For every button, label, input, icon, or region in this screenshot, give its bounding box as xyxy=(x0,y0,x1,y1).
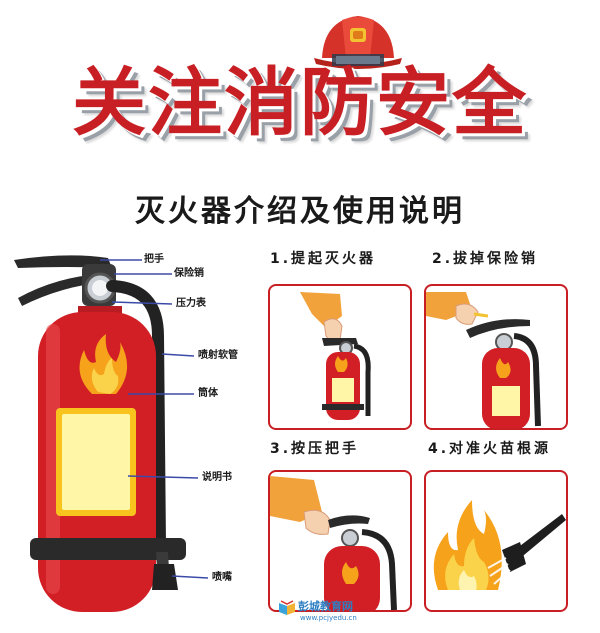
hand-icon xyxy=(323,318,343,341)
firefighter-helmet-icon xyxy=(314,16,402,69)
step-title-1: 1.提起灭火器 xyxy=(270,251,377,267)
step-title-2: 2.拔掉保险销 xyxy=(432,251,539,267)
book-logo-icon xyxy=(279,600,295,615)
nozzle-icon xyxy=(502,514,566,572)
label-nozzle: 喷嘴 xyxy=(212,572,232,583)
step-panel-1 xyxy=(268,284,412,430)
label-safety-pin: 保险销 xyxy=(174,268,204,279)
watermark-url: www.pcjyedu.cn xyxy=(300,614,357,622)
step-title-3: 3.按压把手 xyxy=(270,441,360,457)
aim-fire-illustration xyxy=(433,500,566,590)
step-title-4: 4.对准火苗根源 xyxy=(428,441,552,457)
fire-icon xyxy=(433,500,502,590)
label-instructions: 说明书 xyxy=(202,472,232,483)
label-body: 筒体 xyxy=(198,388,218,399)
step-panel-3 xyxy=(268,470,412,612)
label-hose: 喷射软管 xyxy=(198,350,238,361)
fire-extinguisher-diagram xyxy=(14,255,208,612)
step-panel-2 xyxy=(424,284,568,430)
pull-pin-illustration xyxy=(426,292,541,428)
press-handle-illustration xyxy=(270,476,397,610)
hand-icon xyxy=(455,303,479,325)
watermark-name: 彭城教育网 xyxy=(298,600,353,613)
hand-icon xyxy=(303,509,331,535)
step-panel-4 xyxy=(424,470,568,612)
page-subtitle: 灭火器介绍及使用说明 xyxy=(135,194,465,229)
flame-icon xyxy=(79,334,128,394)
lift-extinguisher-illustration xyxy=(300,292,371,420)
label-pressure-gauge: 压力表 xyxy=(176,298,206,309)
page-title: 关注消防安全 xyxy=(72,60,528,146)
label-handle: 把手 xyxy=(144,254,164,265)
